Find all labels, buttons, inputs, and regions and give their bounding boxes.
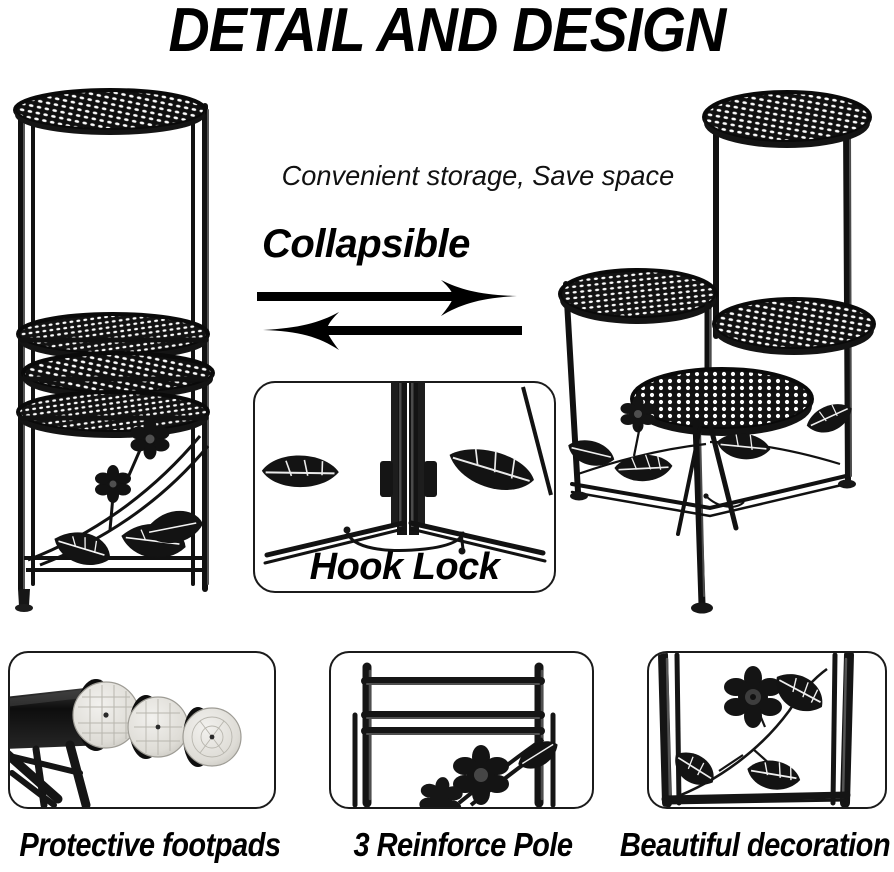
panel-beautiful-decoration bbox=[647, 651, 887, 809]
folded-vine-decoration bbox=[27, 418, 210, 567]
hook-lock-caption: Hook Lock bbox=[309, 546, 500, 588]
collapsible-label: Collapsible bbox=[262, 222, 470, 266]
plant-stand-unfolded bbox=[558, 90, 876, 614]
folded-stand-foot bbox=[15, 589, 33, 612]
leaf-lower-left bbox=[675, 752, 714, 785]
leaf-upper bbox=[776, 674, 823, 712]
leaf-right bbox=[449, 448, 534, 490]
unfolded-shelf-1 bbox=[702, 90, 872, 148]
reinforce-pole-illustration bbox=[352, 662, 558, 807]
unfolded-lower-frame bbox=[568, 395, 852, 518]
vine-flower bbox=[620, 395, 656, 433]
panel-protective-footpads bbox=[8, 651, 276, 809]
decoration-illustration bbox=[658, 653, 854, 807]
unfolded-shelf-4 bbox=[630, 367, 814, 436]
leaf-left bbox=[261, 455, 339, 488]
panel-reinforce-pole bbox=[329, 651, 594, 809]
unfold-direction-arrow-left bbox=[263, 312, 522, 350]
folded-shelf-stack bbox=[16, 312, 215, 438]
caption-beautiful-decoration: Beautiful decoration bbox=[619, 826, 891, 863]
brace-flower bbox=[453, 745, 509, 805]
storage-tagline: Convenient storage, Save space bbox=[281, 160, 675, 191]
unfolded-shelf-3 bbox=[712, 297, 876, 355]
unfolded-stand-feet bbox=[570, 479, 856, 614]
footpads-illustration bbox=[10, 679, 242, 807]
hook-lock-inset-panel bbox=[253, 381, 556, 593]
decoration-flower bbox=[724, 666, 782, 728]
collapse-expand-arrows bbox=[257, 280, 522, 350]
caption-protective-footpads: Protective footpads bbox=[19, 826, 281, 863]
folded-shelf-top bbox=[13, 88, 207, 135]
caption-reinforce-pole: 3 Reinforce Pole bbox=[353, 826, 573, 863]
reinforce-bars bbox=[361, 677, 545, 735]
fold-direction-arrow-right bbox=[257, 280, 517, 316]
hook-lock-illustration bbox=[261, 383, 553, 565]
page-title: DETAIL AND DESIGN bbox=[168, 0, 727, 65]
plant-stand-folded bbox=[13, 88, 215, 612]
unfolded-shelf-2 bbox=[558, 268, 718, 324]
leaf-lower-mid bbox=[747, 760, 801, 790]
